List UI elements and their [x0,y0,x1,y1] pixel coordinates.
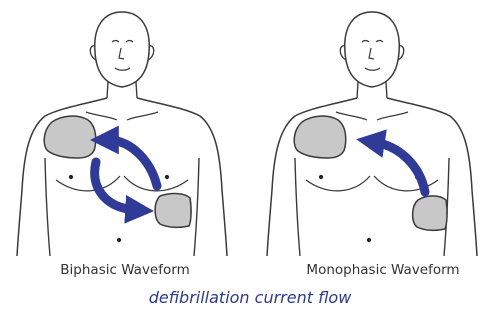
current-arrow-upward-icon [108,140,157,186]
biphasic-panel [17,12,227,256]
monophasic-panel [267,12,477,256]
electrode-pad-upper-icon [294,116,346,158]
current-arrow-icon [374,142,425,192]
electrode-pad-lower-icon [413,196,447,230]
biphasic-label: Biphasic Waveform [30,262,220,278]
current-arrow-downward-icon [95,162,136,210]
diagram-caption: defibrillation current flow [0,288,500,307]
electrode-pad-lower-icon [155,194,191,228]
electrode-pad-upper-icon [44,116,96,158]
monophasic-label: Monophasic Waveform [278,262,488,278]
